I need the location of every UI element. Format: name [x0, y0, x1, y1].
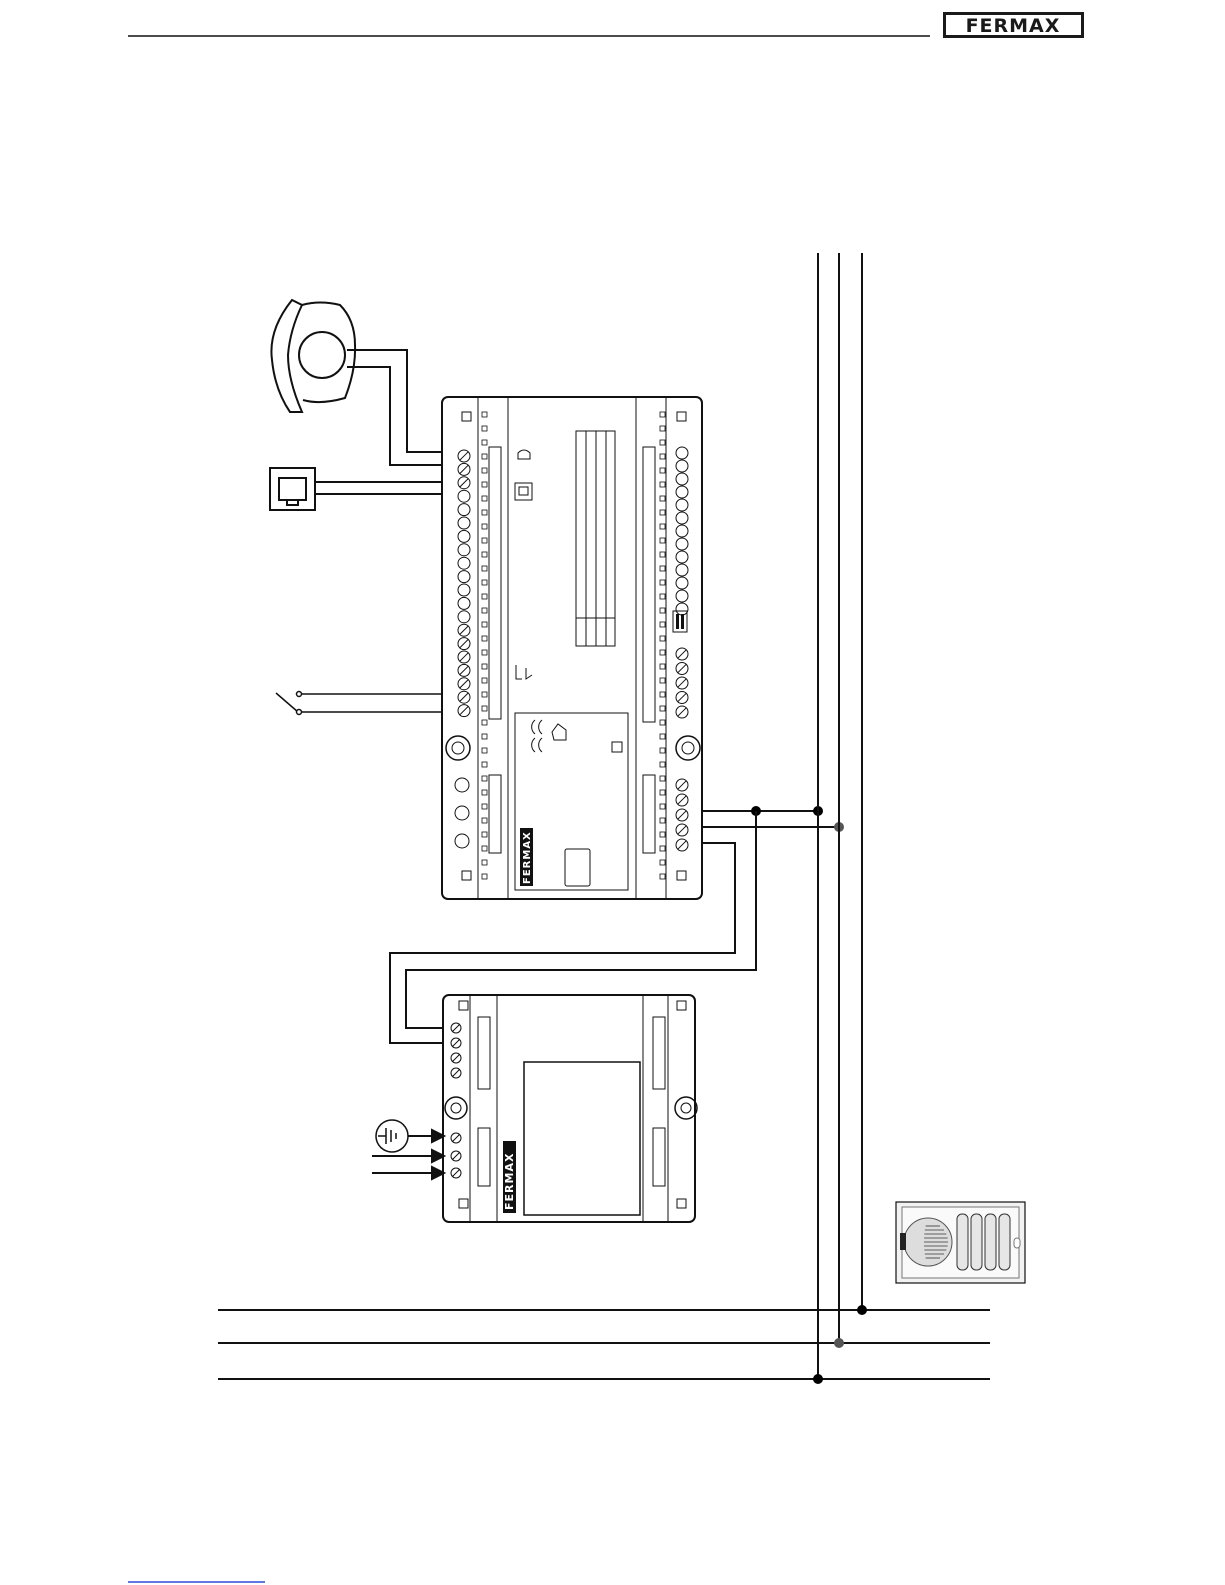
terminal-screw: [676, 538, 688, 550]
terminal-screw: [458, 517, 470, 529]
handset-wire-2: [347, 367, 455, 465]
node-bus-4: [857, 1305, 867, 1315]
switch-icon: [276, 692, 302, 715]
main-unit-brand: FERMAX: [522, 831, 533, 884]
handset-wire-1: [347, 350, 455, 452]
terminal-screw: [676, 486, 688, 498]
node-bus-5: [834, 1338, 844, 1348]
power-supply: FERMAX: [443, 995, 697, 1222]
psu-brand: FERMAX: [503, 1153, 516, 1210]
terminal-screw: [458, 571, 470, 583]
terminal-screw: [458, 530, 470, 542]
terminal-screw: [676, 551, 688, 563]
terminal-screw: [676, 577, 688, 589]
door-panel: [896, 1202, 1025, 1283]
terminal-screw: [458, 504, 470, 516]
terminal-screw: [458, 544, 470, 556]
header-brand: FERMAX: [966, 15, 1061, 37]
terminal-screw: [458, 597, 470, 609]
terminal-screw: [676, 512, 688, 524]
telephone-handset-icon: [271, 300, 355, 412]
terminal-screw: [676, 590, 688, 602]
rj11-socket-icon: [270, 468, 315, 510]
node-bus-6: [813, 1374, 823, 1384]
main-unit: FERMAX: [442, 397, 702, 899]
ground-icon: [376, 1120, 408, 1152]
terminal-screw: [676, 603, 688, 615]
terminal-screw: [458, 490, 470, 502]
terminal-screw: [676, 447, 688, 459]
terminal-screw: [458, 557, 470, 569]
terminal-screw: [458, 584, 470, 596]
header-logo: FERMAX: [943, 12, 1084, 38]
terminal-screw: [676, 473, 688, 485]
terminal-screw: [458, 611, 470, 623]
terminal-screw: [676, 564, 688, 576]
terminal-screw: [676, 499, 688, 511]
terminal-screw: [676, 460, 688, 472]
terminal-screw: [676, 525, 688, 537]
